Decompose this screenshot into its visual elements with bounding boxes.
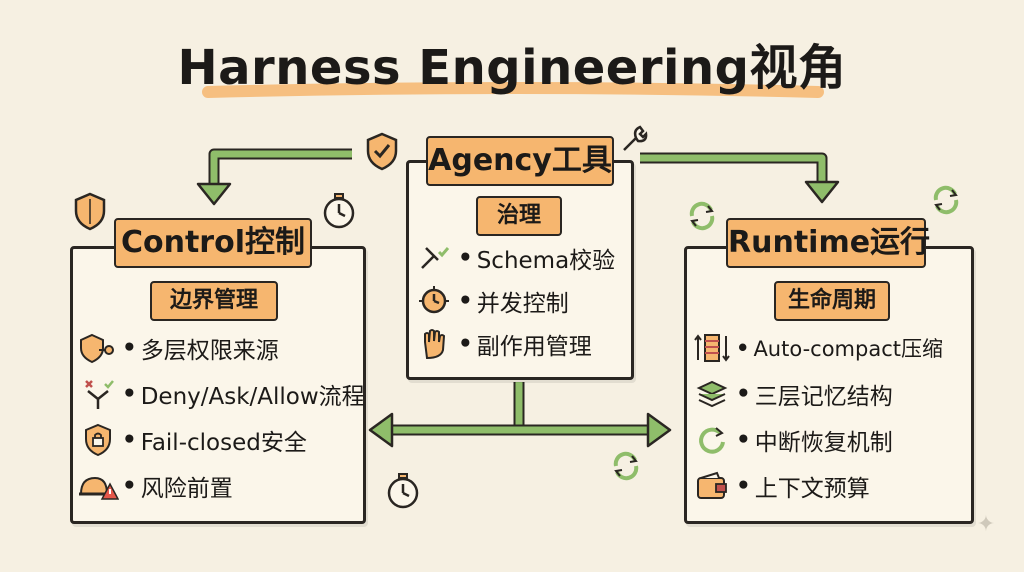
list-item: •Schema校验 (412, 240, 615, 276)
agency-heading: Agency工具 (426, 136, 614, 186)
stopwatch-icon (318, 190, 360, 232)
control-heading: Control控制 (114, 218, 312, 268)
refresh-icon (682, 196, 722, 236)
stack-layers-icon (690, 376, 734, 412)
title-underline (202, 82, 824, 98)
list-item: •中断恢复机制 (690, 422, 943, 458)
list-item: •上下文预算 (690, 468, 943, 504)
restart-arrow-icon (690, 422, 734, 458)
shield-check-icon (362, 130, 402, 172)
agency-list: •Schema校验 •并发控制 •副作用管理 (412, 240, 615, 362)
list-item: •Deny/Ask/Allow流程 (76, 376, 365, 412)
concurrency-clock-icon (412, 283, 456, 319)
list-item: •多层权限来源 (76, 330, 365, 366)
shield-key-icon (76, 330, 120, 366)
refresh-icon (606, 446, 646, 486)
tools-check-icon (412, 240, 456, 276)
control-list: •多层权限来源 •Deny/Ask/Allow流程 •Fail-closed安全… (76, 330, 365, 504)
arrow-agency-to-runtime (640, 152, 828, 186)
decision-branch-icon (76, 376, 120, 412)
wrench-icon (614, 120, 652, 158)
list-item: •风险前置 (76, 468, 365, 504)
list-item: •Auto-compact压缩 (690, 330, 943, 366)
hardhat-warning-icon (76, 468, 120, 504)
agency-subheading: 治理 (476, 196, 562, 236)
list-item: •副作用管理 (412, 326, 615, 362)
hand-stop-icon (412, 326, 456, 362)
arrow-agency-to-control (208, 148, 352, 188)
control-subheading: 边界管理 (150, 281, 278, 321)
compress-spring-icon (690, 330, 734, 366)
list-item: •三层记忆结构 (690, 376, 943, 412)
list-item: •并发控制 (412, 283, 615, 319)
stopwatch-icon (382, 470, 424, 512)
wallet-icon (690, 468, 734, 504)
runtime-subheading: 生命周期 (774, 281, 890, 321)
lock-shield-icon (76, 422, 120, 458)
sparkle-icon: ✦ (976, 511, 996, 537)
refresh-icon (926, 180, 966, 220)
shield-icon (70, 190, 110, 232)
page-title: Harness Engineering视角 (177, 40, 847, 96)
runtime-heading: Runtime运行 (726, 218, 930, 268)
runtime-list: •Auto-compact压缩 •三层记忆结构 •中断恢复机制 •上下文预算 (690, 330, 943, 504)
list-item: •Fail-closed安全 (76, 422, 365, 458)
